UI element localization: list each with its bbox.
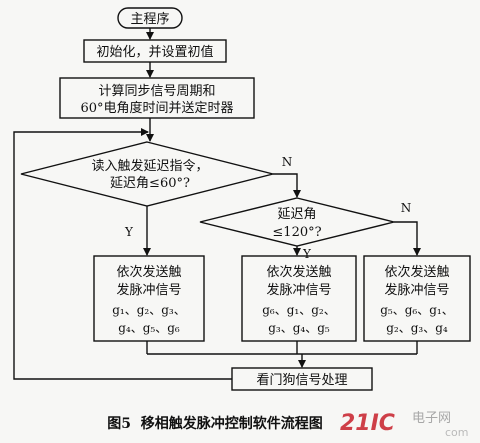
yes-label-2: Y [302, 247, 312, 261]
decision-1-line1: 读入触发延迟指令， [91, 158, 208, 174]
watermark-21ic: 21IC [340, 411, 395, 436]
connectors [13, 28, 421, 380]
no-label-2: N [401, 201, 412, 215]
send-box-c-seq1: g₅、g₆、g₁、 [380, 303, 453, 317]
send-box-c-title2: 发脉冲信号 [384, 282, 449, 298]
send-box-b-seq1: g₆、g₁、g₂、 [262, 303, 335, 317]
start-label: 主程序 [130, 12, 169, 27]
decision-2-line2: ≤120°? [272, 225, 321, 240]
send-box-b [241, 255, 357, 342]
send-box-b-seq2: g₃、g₄、g₅ [268, 321, 330, 335]
send-box-c-title1: 依次发送触 [384, 264, 449, 280]
watermark-domain: com [445, 426, 469, 439]
decision-1 [20, 141, 274, 207]
send-box-a-title2: 发脉冲信号 [116, 282, 181, 298]
compute-box [59, 77, 255, 119]
figure-caption: 图5 移相触发脉冲控制软件流程图 [107, 415, 323, 432]
send-box-b-title2: 发脉冲信号 [266, 282, 331, 298]
compute-label-line1: 计算同步信号周期和 [98, 84, 215, 99]
watchdog-label: 看门狗信号处理 [256, 372, 347, 388]
no-label-1: N [282, 155, 293, 169]
send-box-a-seq2: g₄、g₅、g₆ [118, 321, 180, 335]
compute-label-line2: 60°电角度时间并送定时器 [80, 100, 233, 116]
watermark-text: 电子网 [412, 411, 451, 426]
decision-1-line2: 延迟角≤60°? [110, 176, 190, 191]
send-box-a-title1: 依次发送触 [116, 264, 181, 280]
send-box-b-title1: 依次发送触 [266, 264, 331, 280]
init-label: 初始化，并设置初值 [96, 44, 213, 60]
init-box [83, 39, 227, 63]
send-box-a [93, 255, 205, 342]
watermark-logo: 21IC 电子网 com [340, 411, 469, 439]
yes-label-1: Y [124, 225, 134, 239]
send-box-a-seq1: g₁、g₂、g₃、 [112, 303, 185, 317]
decision-2-line1: 延迟角 [277, 207, 316, 222]
send-box-c-seq2: g₂、g₃、g₄ [386, 321, 448, 335]
